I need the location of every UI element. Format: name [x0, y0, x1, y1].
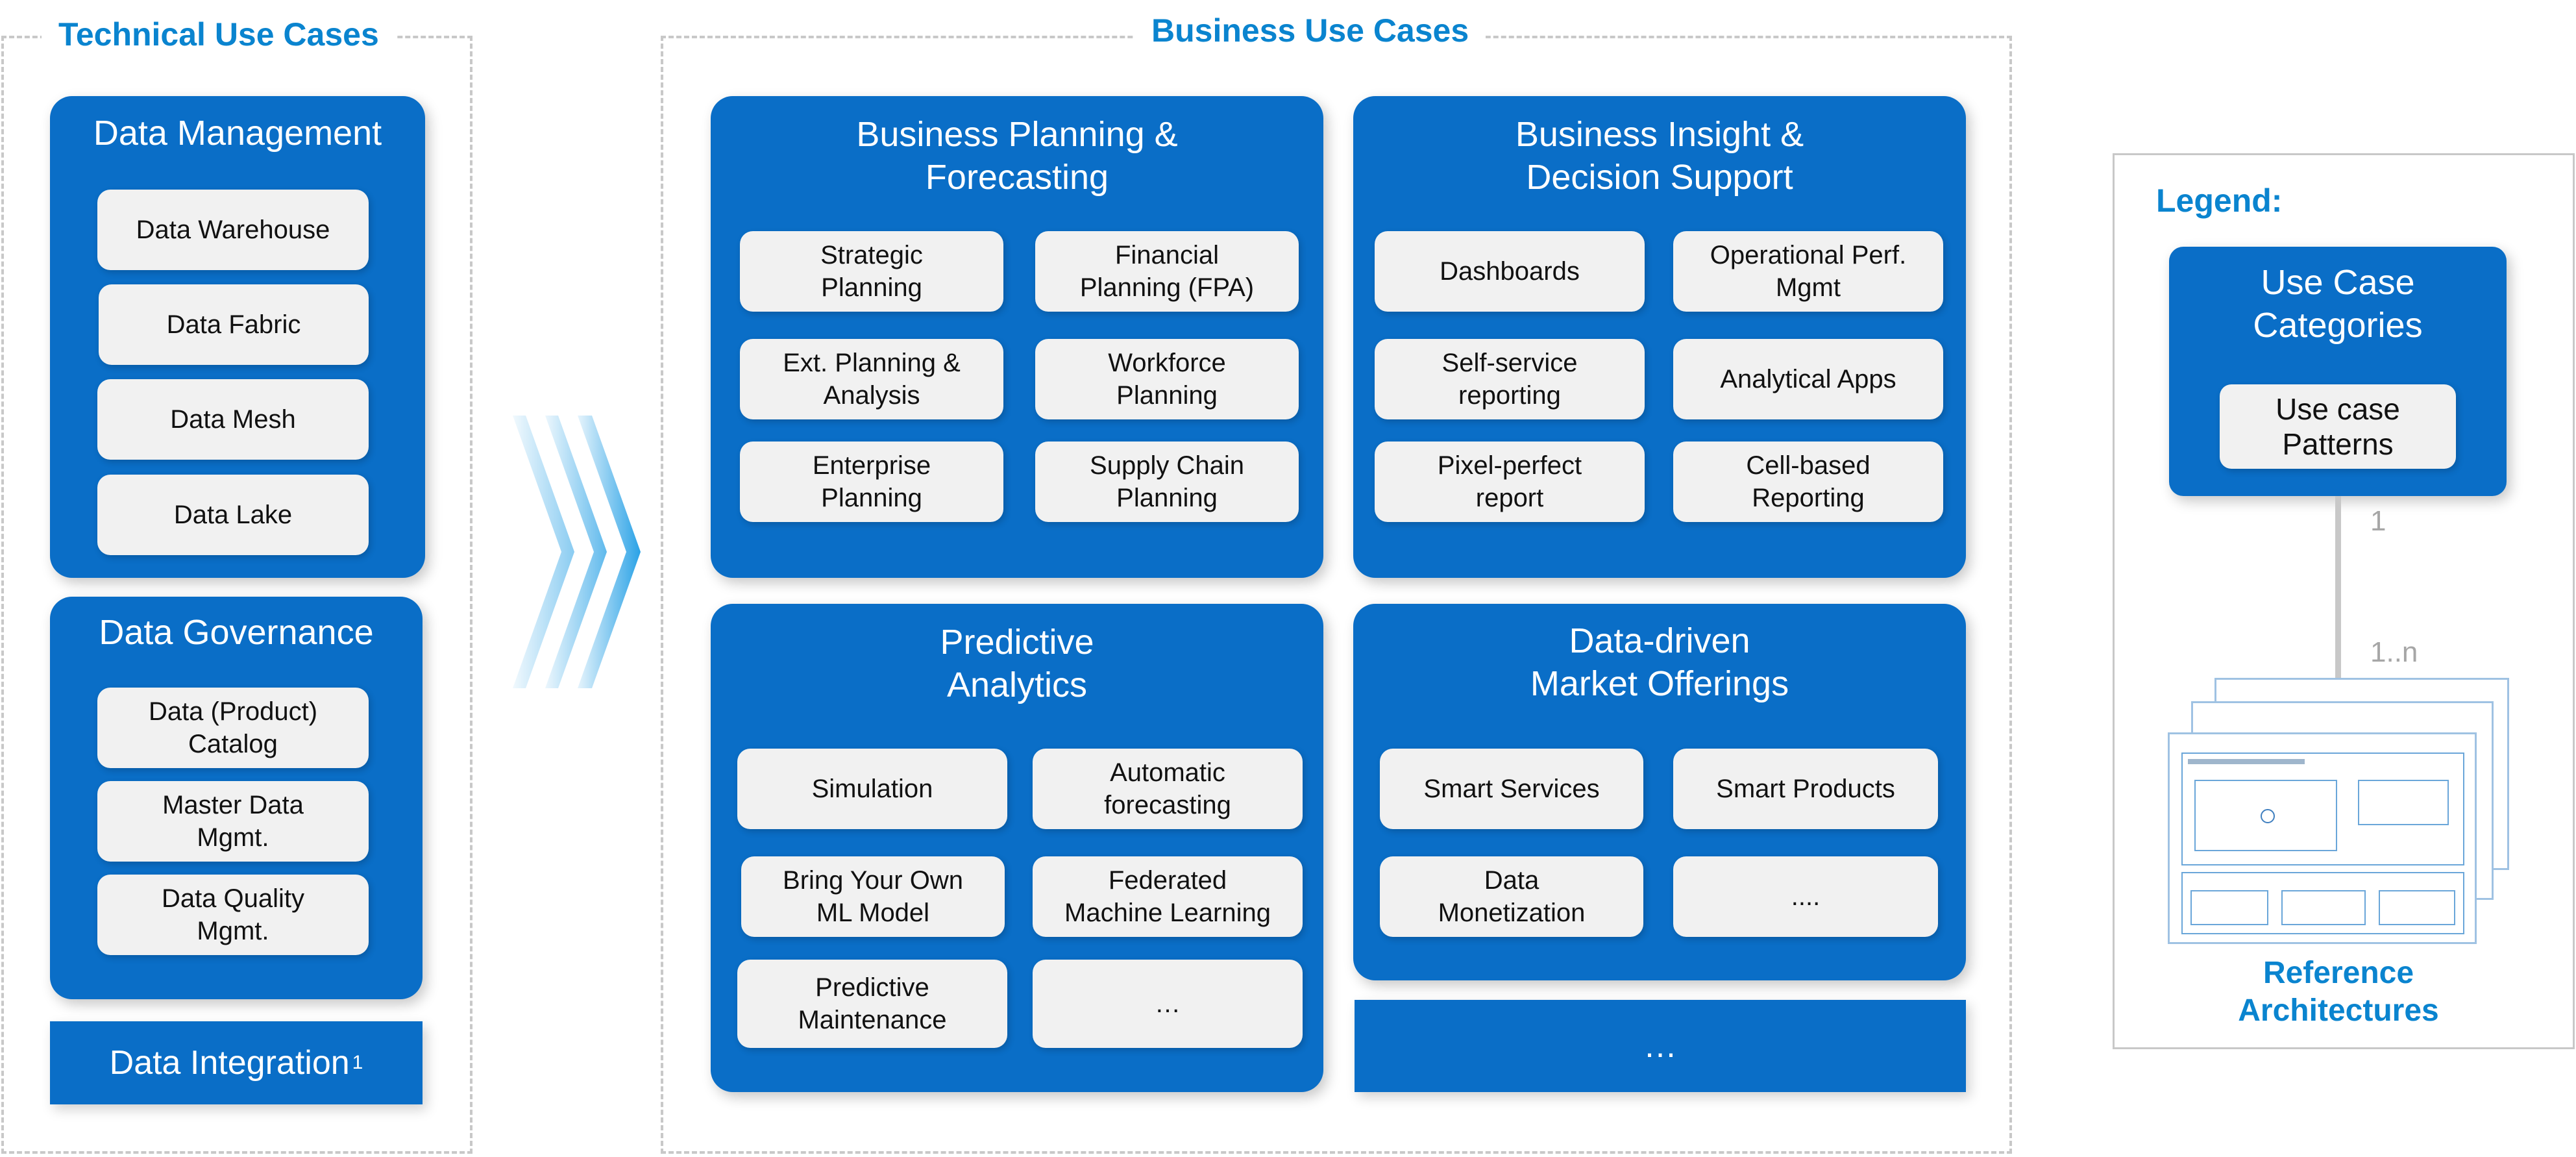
workforce-planning-chip: Workforce Planning — [1035, 339, 1299, 419]
supply-chain-planning-chip: Supply Chain Planning — [1035, 442, 1299, 522]
cell-based-reporting-chip: Cell-based Reporting — [1673, 442, 1943, 522]
reference-architectures-label: Reference Architectures — [2238, 956, 2439, 1028]
pixel-perfect-report-chip: Pixel-perfect report — [1375, 442, 1645, 522]
more-market-chip: .... — [1673, 856, 1938, 937]
data-lake-chip: Data Lake — [97, 475, 369, 555]
operational-perf-mgmt-chip: Operational Perf. Mgmt — [1673, 231, 1943, 312]
federated-ml-chip: Federated Machine Learning — [1033, 856, 1303, 937]
master-data-mgmt-chip: Master Data Mgmt. — [97, 781, 369, 862]
dashboards-chip: Dashboards — [1375, 231, 1645, 312]
diagram-thumbnail-cell-3 — [2379, 890, 2455, 925]
legend-multiplicity-many: 1..n — [2370, 636, 2418, 668]
financial-planning-chip: Financial Planning (FPA) — [1035, 231, 1299, 312]
legend-connector-line — [2335, 496, 2341, 678]
legend-title: Legend: — [2156, 182, 2283, 219]
data-integration-footnote: 1 — [352, 1052, 363, 1073]
enterprise-planning-chip: Enterprise Planning — [740, 442, 1003, 522]
diagram-thumbnail-node — [2261, 809, 2275, 823]
data-governance-title: Data Governance — [99, 613, 374, 652]
business-use-cases-title: Business Use Cases — [1135, 12, 1486, 52]
analytical-apps-chip: Analytical Apps — [1673, 339, 1943, 419]
data-quality-mgmt-chip: Data Quality Mgmt. — [97, 875, 369, 955]
data-management-panel: Data Management Data Warehouse Data Fabr… — [50, 96, 425, 578]
business-insight-title: Business Insight & Decision Support — [1515, 115, 1804, 197]
ext-planning-analysis-chip: Ext. Planning & Analysis — [740, 339, 1003, 419]
data-governance-panel: Data Governance Data (Product) Catalog M… — [50, 597, 423, 999]
chevron-icon — [578, 416, 641, 688]
flow-chevrons — [513, 416, 641, 688]
data-management-title: Data Management — [93, 114, 382, 153]
legend-frame — [2113, 153, 2575, 1049]
data-warehouse-chip: Data Warehouse — [97, 190, 369, 270]
strategic-planning-chip: Strategic Planning — [740, 231, 1003, 312]
simulation-chip: Simulation — [737, 749, 1007, 829]
more-predictive-chip: … — [1033, 960, 1303, 1048]
smart-products-chip: Smart Products — [1673, 749, 1938, 829]
technical-use-cases-title: Technical Use Cases — [42, 16, 396, 56]
market-offerings-title: Data-driven Market Offerings — [1530, 621, 1789, 703]
diagram-thumbnail-cell-2 — [2281, 890, 2366, 925]
market-offerings-panel: Data-driven Market Offerings Smart Servi… — [1353, 604, 1966, 980]
diagram-thumbnail-header — [2188, 759, 2305, 764]
reference-architecture-doc-front — [2168, 732, 2477, 944]
legend-category-title: Use Case Categories — [2253, 263, 2423, 345]
predictive-maintenance-chip: Predictive Maintenance — [737, 960, 1007, 1048]
chevron-icon — [513, 416, 574, 688]
business-planning-title: Business Planning & Forecasting — [856, 115, 1178, 197]
diagram-thumbnail-cell-1 — [2190, 890, 2268, 925]
more-business-bar: … — [1355, 1000, 1966, 1092]
self-service-reporting-chip: Self-service reporting — [1375, 339, 1645, 419]
data-mesh-chip: Data Mesh — [97, 379, 369, 460]
diagram-thumbnail-bottom — [2181, 872, 2464, 934]
business-insight-panel: Business Insight & Decision Support Dash… — [1353, 96, 1966, 578]
automatic-forecasting-chip: Automatic forecasting — [1033, 749, 1303, 829]
data-integration-label: Data Integration — [109, 1044, 350, 1082]
data-fabric-chip: Data Fabric — [99, 284, 369, 365]
legend-category-panel: Use Case Categories Use case Patterns — [2169, 247, 2507, 496]
smart-services-chip: Smart Services — [1380, 749, 1643, 829]
chevron-icon — [545, 416, 607, 688]
diagram-thumbnail-box-b — [2358, 780, 2449, 825]
bring-your-own-ml-chip: Bring Your Own ML Model — [741, 856, 1005, 937]
predictive-analytics-panel: Predictive Analytics Simulation Automati… — [711, 604, 1323, 1092]
legend-multiplicity-one: 1 — [2370, 505, 2386, 537]
diagram-thumbnail-top — [2181, 753, 2464, 865]
data-monetization-chip: Data Monetization — [1380, 856, 1643, 937]
diagram-thumbnail-box-a — [2194, 780, 2337, 851]
business-planning-panel: Business Planning & Forecasting Strategi… — [711, 96, 1323, 578]
data-product-catalog-chip: Data (Product) Catalog — [97, 688, 369, 768]
legend-pattern-chip: Use case Patterns — [2220, 384, 2456, 469]
predictive-analytics-title: Predictive Analytics — [940, 623, 1094, 704]
